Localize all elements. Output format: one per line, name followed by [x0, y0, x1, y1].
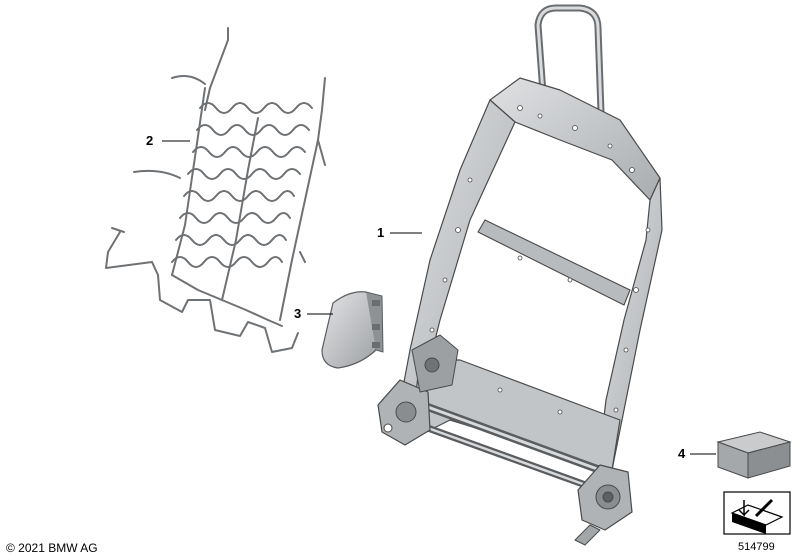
- repair-kit-part: [716, 431, 792, 479]
- callout-2: 2: [146, 133, 154, 148]
- leader-lines: [162, 140, 716, 455]
- callout-4: 4: [678, 446, 686, 461]
- copyright-text: © 2021 BMW AG: [6, 541, 98, 555]
- catalog-symbol: [723, 491, 791, 535]
- document-number: 514799: [738, 541, 775, 553]
- seat-back-frame-part: [377, 4, 663, 546]
- side-cover-part: [321, 291, 384, 369]
- callout-1: 1: [377, 225, 385, 240]
- callout-3: 3: [294, 306, 302, 321]
- spring-mat-part: [105, 27, 326, 353]
